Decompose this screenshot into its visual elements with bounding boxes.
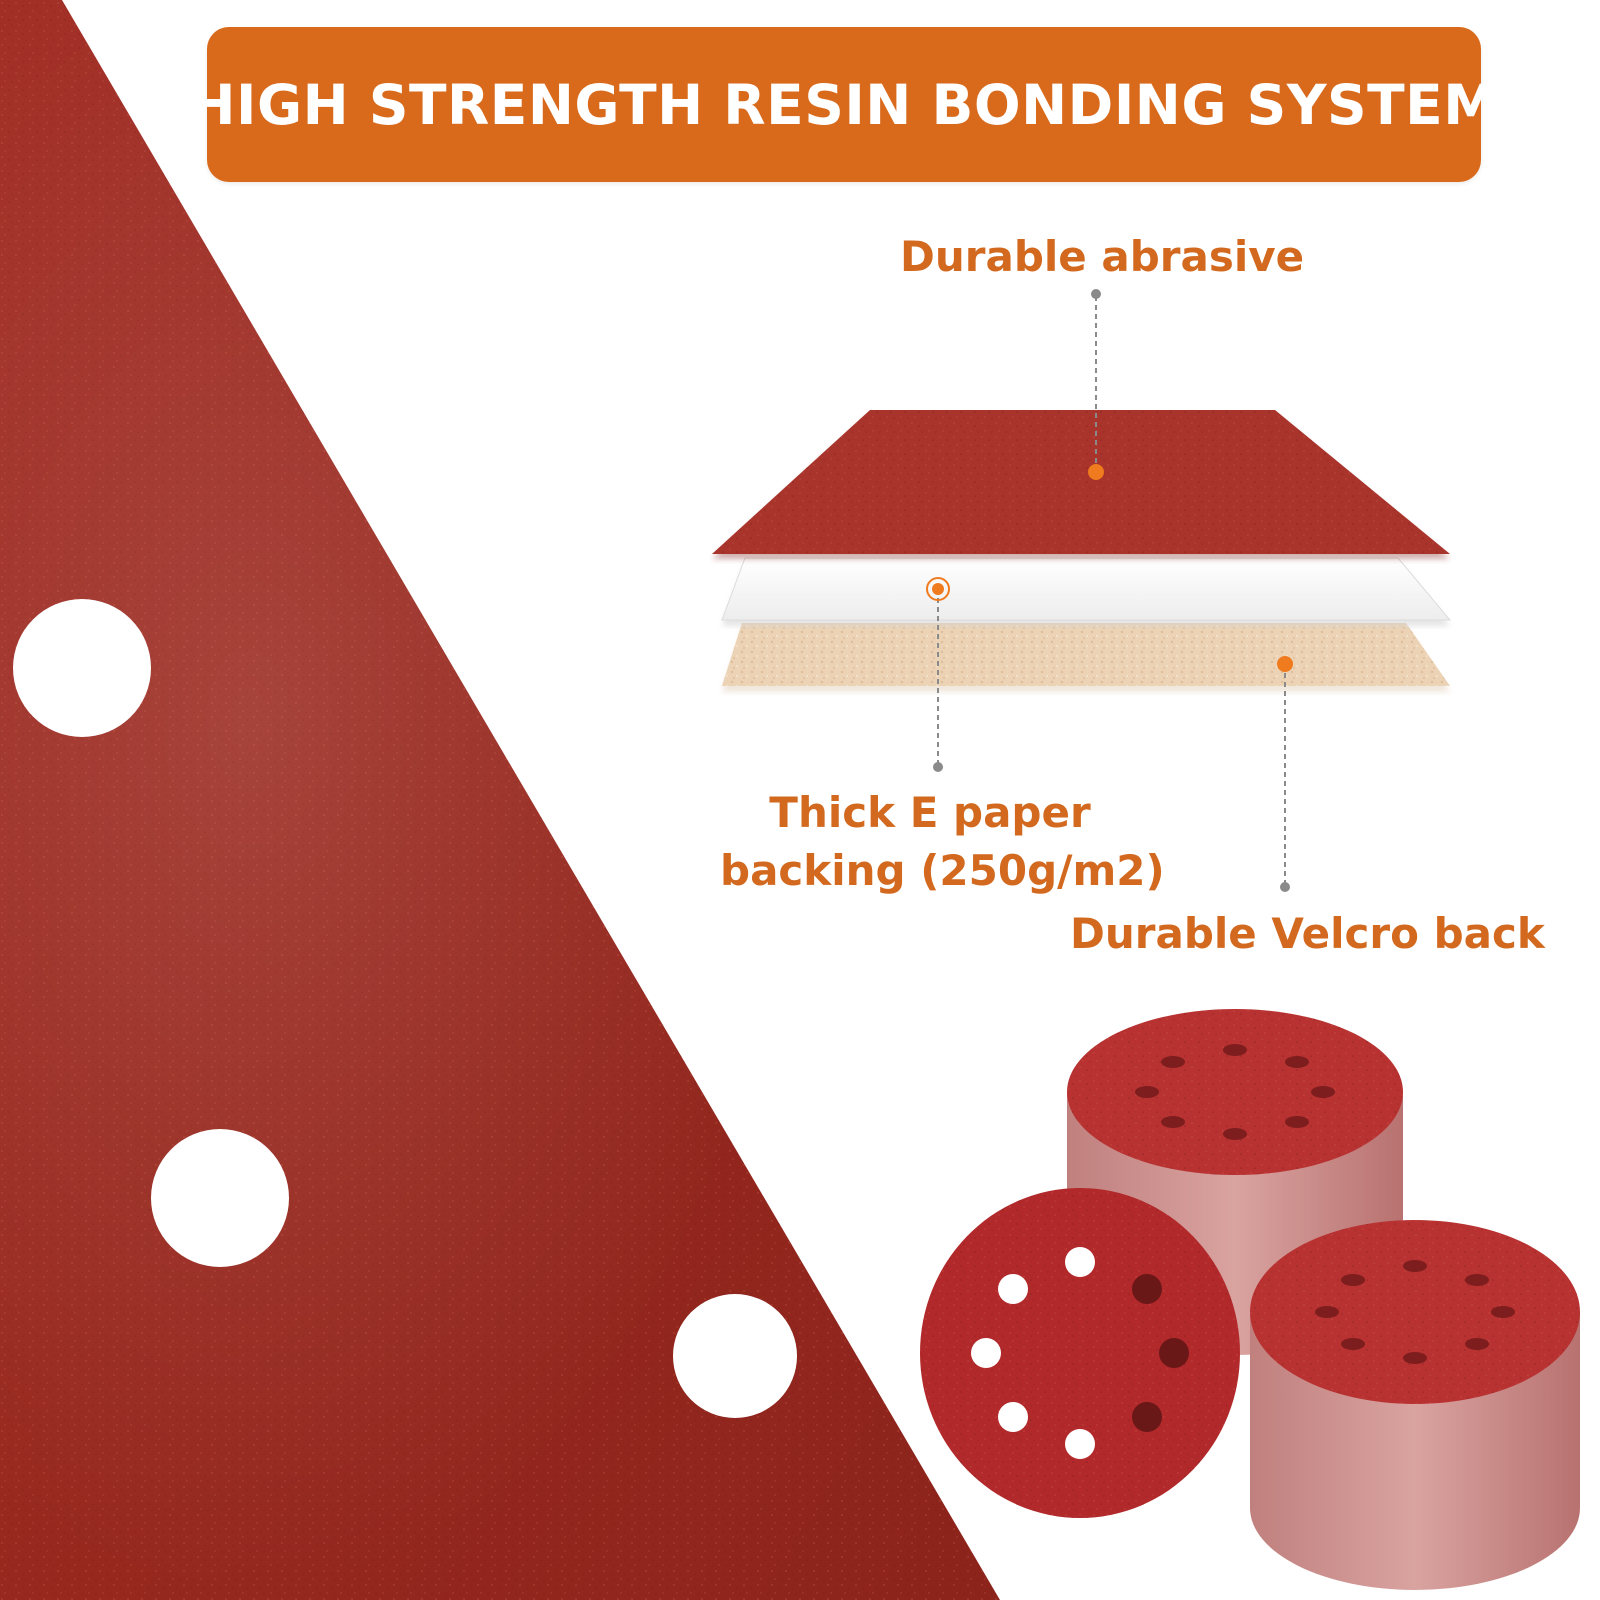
callout-durable-abrasive: Durable abrasive <box>900 232 1305 281</box>
callout-paper-line-2: backing (250g/m2) <box>720 846 1165 895</box>
disc-stack-front <box>1250 1220 1580 1590</box>
leader-dot <box>1091 289 1101 299</box>
single-disc <box>920 1188 1240 1518</box>
layer-diagram <box>712 289 1452 892</box>
callout-paper-backing: Thick E paper backing (250g/m2) <box>720 784 1165 900</box>
marker-ring-paper <box>926 577 950 601</box>
marker-dot-abrasive <box>1088 464 1104 480</box>
paper-layer <box>721 557 1452 621</box>
marker-dot-paper <box>932 583 944 595</box>
velcro-layer <box>722 623 1450 686</box>
callout-paper-line-1: Thick E paper <box>769 788 1091 837</box>
leader-dot <box>1280 882 1290 892</box>
leader-dot <box>933 762 943 772</box>
marker-dot-velcro <box>1277 656 1293 672</box>
headline-title: HIGH STRENGTH RESIN BONDING SYSTEM <box>189 72 1499 137</box>
headline-banner: HIGH STRENGTH RESIN BONDING SYSTEM <box>190 27 1498 182</box>
callout-velcro-back: Durable Velcro back <box>1070 909 1545 958</box>
sheet-hole <box>673 1294 797 1418</box>
sheet-hole <box>151 1129 289 1267</box>
sandpaper-sheet <box>0 0 1000 1600</box>
sheet-hole <box>13 599 151 737</box>
